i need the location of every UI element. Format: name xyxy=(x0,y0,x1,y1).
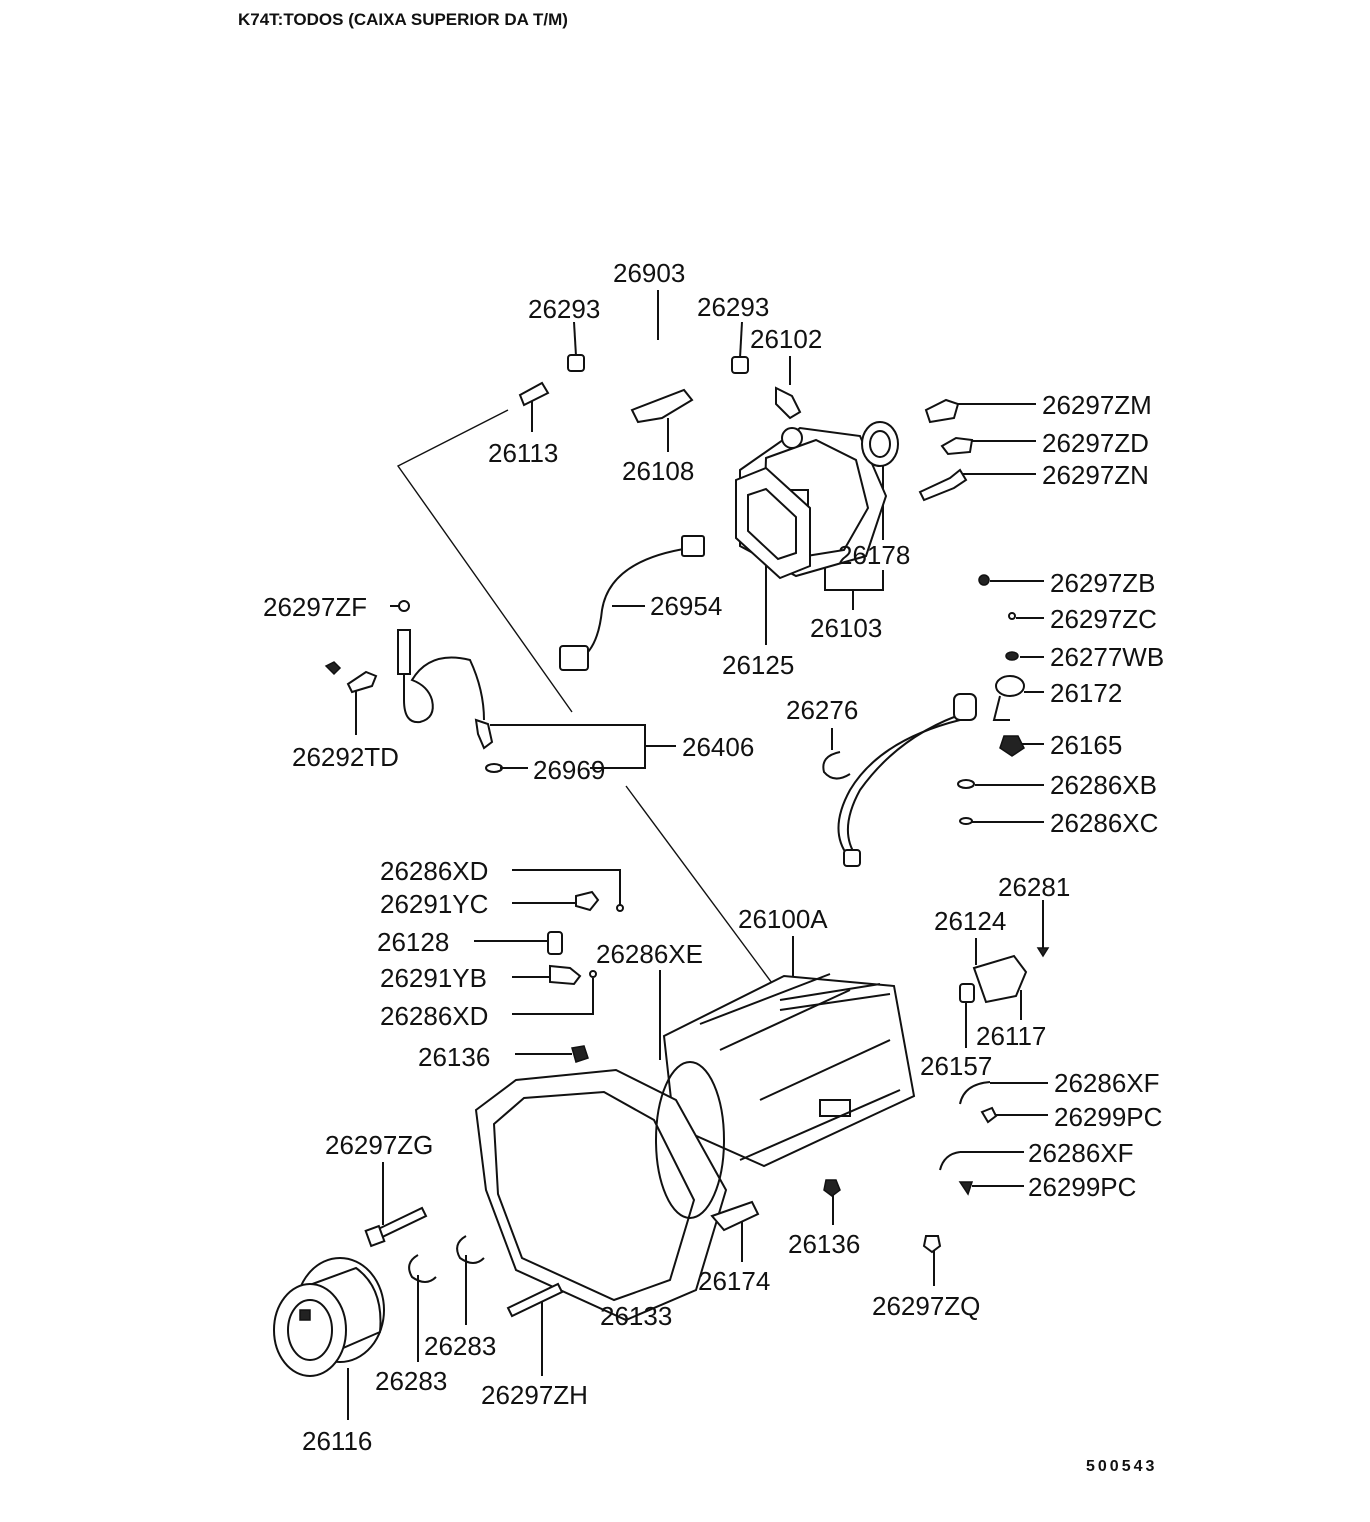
label-26297ZB: 26297ZB xyxy=(1050,568,1156,598)
part-labels: 26903 26293 26293 26102 26297ZM 26297ZD … xyxy=(263,258,1164,1456)
label-26297ZH: 26297ZH xyxy=(481,1380,588,1410)
bracket-26113 xyxy=(518,381,550,407)
label-26136-bottom: 26136 xyxy=(788,1229,860,1259)
label-26293-left: 26293 xyxy=(528,294,600,324)
label-26969: 26969 xyxy=(533,755,605,785)
label-26903: 26903 xyxy=(613,258,685,288)
label-26277WB: 26277WB xyxy=(1050,642,1164,672)
housing-26133 xyxy=(474,1061,728,1322)
plug-26136 xyxy=(823,1179,841,1197)
small-fasteners-right xyxy=(978,574,1019,661)
label-26172: 26172 xyxy=(1050,678,1122,708)
label-26165: 26165 xyxy=(1050,730,1122,760)
label-26128: 26128 xyxy=(377,927,449,957)
label-26299PC-bottom: 26299PC xyxy=(1028,1172,1136,1202)
label-26283-upper: 26283 xyxy=(424,1331,496,1361)
label-26116: 26116 xyxy=(302,1426,372,1456)
label-26286XE: 26286XE xyxy=(596,939,703,969)
label-26291YB: 26291YB xyxy=(380,963,487,993)
diagram-title: K74T:TODOS (CAIXA SUPERIOR DA T/M) xyxy=(238,10,568,29)
drum-26116 xyxy=(273,1257,385,1377)
label-26286XD-top: 26286XD xyxy=(380,856,488,886)
clip-26276 xyxy=(822,751,851,780)
label-26281: 26281 xyxy=(998,872,1070,902)
oil-seal-26178 xyxy=(861,421,899,467)
clamps-26293 xyxy=(567,354,749,374)
label-26299PC-top: 26299PC xyxy=(1054,1102,1162,1132)
breather-26102 xyxy=(775,386,802,420)
rings-26286 xyxy=(957,779,975,825)
label-26293-right: 26293 xyxy=(697,292,769,322)
switch-26165 xyxy=(999,735,1025,757)
label-26297ZC: 26297ZC xyxy=(1050,604,1157,634)
label-26286XC: 26286XC xyxy=(1050,808,1158,838)
label-26102: 26102 xyxy=(750,324,822,354)
label-26954: 26954 xyxy=(650,591,722,621)
label-26297ZF: 26297ZF xyxy=(263,592,367,622)
snap-rings-26283 xyxy=(408,1235,485,1283)
label-26117: 26117 xyxy=(976,1021,1046,1051)
small-parts-left xyxy=(547,890,624,1063)
label-26297ZG: 26297ZG xyxy=(325,1130,433,1160)
label-26297ZM: 26297ZM xyxy=(1042,390,1152,420)
label-26276: 26276 xyxy=(786,695,858,725)
bracket-26174 xyxy=(710,1200,760,1232)
bolt-26297ZH xyxy=(506,1282,564,1318)
bolt-26297ZG xyxy=(364,1206,428,1248)
label-26113: 26113 xyxy=(488,438,558,468)
label-26286XF-top: 26286XF xyxy=(1054,1068,1160,1098)
label-26136-left: 26136 xyxy=(418,1042,490,1072)
diagram-code: 500543 xyxy=(1086,1458,1158,1475)
hose-26903 xyxy=(601,337,727,363)
label-26297ZQ: 26297ZQ xyxy=(872,1291,980,1321)
label-26178: 26178 xyxy=(838,540,910,570)
gasket-26125 xyxy=(735,466,811,580)
label-26174: 26174 xyxy=(698,1266,770,1296)
label-26406: 26406 xyxy=(682,732,754,762)
label-26286XF-bottom: 26286XF xyxy=(1028,1138,1134,1168)
fasteners-26286XF xyxy=(939,1081,998,1196)
harness-26954 xyxy=(559,535,705,671)
label-26286XD-bottom: 26286XD xyxy=(380,1001,488,1031)
label-26283-lower: 26283 xyxy=(375,1366,447,1396)
bolts-right xyxy=(918,398,974,502)
label-26297ZD: 26297ZD xyxy=(1042,428,1149,458)
label-26291YC: 26291YC xyxy=(380,889,488,919)
bolt-26297ZQ xyxy=(922,1235,942,1254)
cover-26124 xyxy=(959,947,1050,1004)
label-26133: 26133 xyxy=(600,1301,672,1331)
label-26100A: 26100A xyxy=(738,904,828,934)
cable-26172 xyxy=(837,675,1025,867)
label-26124: 26124 xyxy=(934,906,1006,936)
label-26286XB: 26286XB xyxy=(1050,770,1157,800)
cable-26406 xyxy=(397,600,503,773)
label-26108: 26108 xyxy=(622,456,694,486)
label-26292TD: 26292TD xyxy=(292,742,399,772)
transfer-case-26100A xyxy=(662,973,916,1168)
label-26125: 26125 xyxy=(722,650,794,680)
bracket-26108 xyxy=(630,388,694,424)
label-26157: 26157 xyxy=(920,1051,992,1081)
label-26297ZN: 26297ZN xyxy=(1042,460,1149,490)
clip-26292TD xyxy=(324,661,378,694)
label-26103: 26103 xyxy=(810,613,882,643)
